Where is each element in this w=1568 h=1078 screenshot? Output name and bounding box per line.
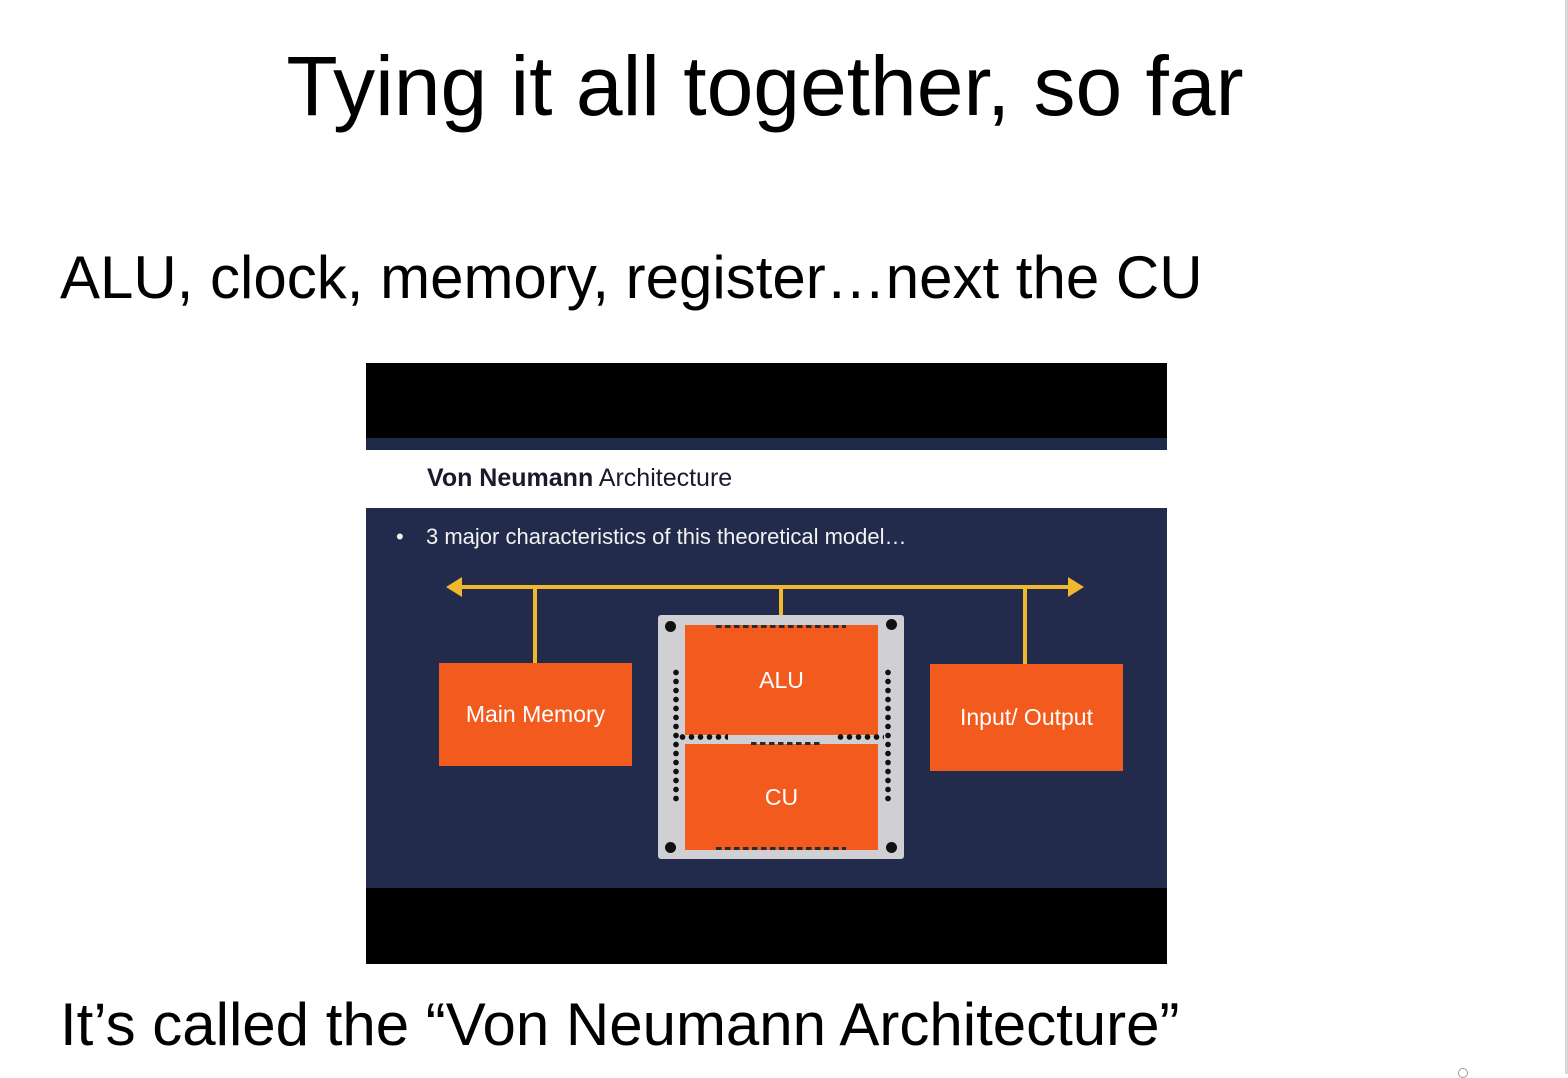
page-edge [1565, 0, 1568, 1074]
image-bullet: • 3 major characteristics of this theoret… [396, 524, 907, 550]
von-neumann-diagram-image: Von Neumann Architecture • 3 major charac… [366, 363, 1167, 964]
cu-label: CU [764, 783, 799, 810]
cpu-dash-middle [751, 742, 821, 745]
cpu-corner-dot-br [886, 842, 897, 853]
alu-box: ALU [685, 625, 878, 735]
cpu-corner-dot-tr [886, 619, 897, 630]
bus-arrow-right-icon [1068, 577, 1084, 597]
image-heading-bold: Von Neumann [427, 464, 594, 492]
cpu-dots-right [884, 668, 892, 803]
cpu-dash-bottom [716, 847, 846, 850]
alu-label: ALU [759, 666, 804, 693]
cpu-corner-dot-tl [665, 621, 676, 632]
bus-link-cpu [779, 587, 783, 617]
cpu-corner-dot-bl [665, 842, 676, 853]
cpu-dots-left [672, 668, 680, 803]
page-corner-mark [1458, 1068, 1468, 1078]
main-memory-label: Main Memory [465, 701, 606, 727]
system-bus [460, 585, 1068, 589]
image-heading: Von Neumann Architecture [427, 464, 732, 493]
main-memory-box: Main Memory [439, 663, 632, 766]
image-heading-rest: Architecture [593, 464, 733, 492]
image-top-strip [366, 438, 1167, 450]
image-title-bar [366, 450, 1167, 508]
slide-caption: It’s called the “Von Neumann Architectur… [60, 991, 1180, 1058]
bus-arrow-left-icon [446, 577, 462, 597]
input-output-label: Input/ Output [960, 704, 1093, 730]
cpu-dots-middle-right [836, 733, 884, 741]
slide-title: Tying it all together, so far [286, 39, 1244, 133]
bus-link-io [1023, 587, 1027, 664]
image-bullet-text: 3 major characteristics of this theoreti… [426, 524, 907, 549]
cpu-dots-middle-left [678, 733, 728, 741]
cu-box: CU [685, 744, 878, 850]
bus-link-memory [533, 587, 537, 663]
bullet-dot-icon: • [396, 524, 404, 549]
slide-subtitle: ALU, clock, memory, register…next the CU [60, 244, 1203, 311]
cpu-dash-top [716, 625, 846, 628]
input-output-box: Input/ Output [930, 664, 1123, 771]
